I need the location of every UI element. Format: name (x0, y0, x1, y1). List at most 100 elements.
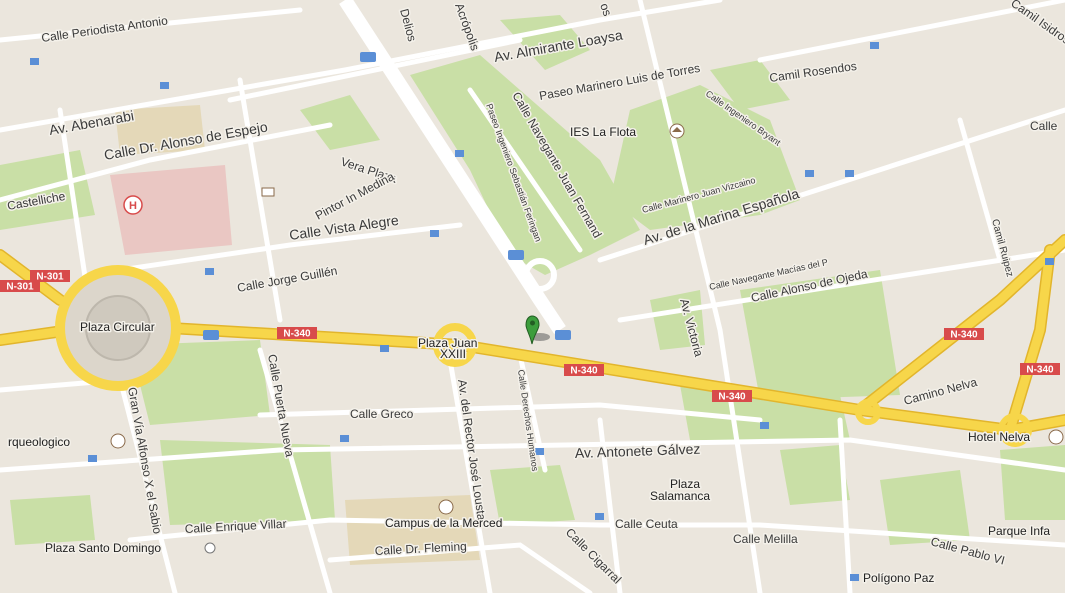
bus-stop-icon[interactable] (1045, 258, 1054, 265)
shield-text: N-301 (36, 272, 64, 283)
roundabout-north (523, 258, 557, 292)
street-label: Calle Greco (350, 407, 414, 421)
bus-stop-icon[interactable] (870, 42, 879, 49)
park-victoria (650, 290, 705, 350)
shield-n340 (944, 328, 984, 340)
location-marker[interactable] (525, 315, 550, 345)
park-ies (610, 85, 800, 230)
bus-stop-icon[interactable] (360, 52, 376, 62)
place-label-parque: Parque Infa (988, 524, 1050, 538)
shield-n340 (712, 390, 752, 402)
park-west (300, 95, 380, 150)
shield-n340 (1020, 363, 1060, 375)
shield-text: N-340 (718, 392, 746, 403)
place-labels: Plaza Circular Plaza Juan XXIII IES La F… (7, 124, 1052, 587)
hospital-symbol: H (129, 200, 137, 212)
road-ojeda (617, 247, 1065, 323)
road-navegante (467, 87, 583, 253)
bus-stop-icon[interactable] (340, 435, 349, 442)
plaza-icon[interactable] (204, 542, 216, 554)
road-se-v (837, 417, 853, 593)
bus-stop-icon[interactable] (205, 268, 214, 275)
place-label-poligono: Polígono Paz (863, 571, 934, 585)
place-label-hotel-nelva: Hotel Nelva (968, 430, 1030, 444)
road-south-v (597, 417, 623, 593)
roundabout-east (998, 413, 1032, 447)
place-label-plaza: Plaza (670, 477, 700, 491)
bus-stop-icon[interactable] (760, 422, 769, 429)
park-paseo (410, 55, 640, 275)
park-north-2 (710, 60, 790, 110)
bus-stop-icon[interactable] (595, 513, 604, 520)
bus-stop-icon[interactable] (555, 330, 571, 340)
poi-icons (110, 123, 1064, 554)
museum-icon[interactable] (110, 433, 126, 449)
street-label: Calle Enrique Villar (184, 517, 286, 536)
shield-text: N-340 (283, 329, 311, 340)
shield-n340 (564, 364, 604, 376)
block-campus-north (115, 105, 205, 155)
bus-stop-icon[interactable] (850, 574, 859, 581)
marker-pin-dot (530, 320, 535, 326)
marker-pin-icon[interactable] (525, 315, 540, 345)
road-v2 (237, 77, 283, 323)
place-label-xxiii: XXIII (440, 347, 466, 361)
bus-stop-icon[interactable] (30, 58, 39, 65)
street-label: Calle Ceuta (615, 517, 678, 531)
hotel-icon[interactable] (261, 187, 275, 197)
place-label-ies-la-flota: IES La Flota (570, 125, 636, 139)
roundabout-nelva (855, 399, 881, 425)
place-label-santo-domingo: Plaza Santo Domingo (45, 541, 161, 555)
shield-text: N-340 (570, 366, 598, 377)
place-label-plaza-circular: Plaza Circular (80, 320, 155, 334)
road-victoria (637, 0, 763, 593)
park-se (880, 470, 970, 545)
hospital-area (110, 165, 232, 255)
road-marina (597, 107, 1065, 263)
place-label-arqueologico: rqueologico (8, 435, 70, 449)
bus-stop-icon[interactable] (455, 150, 464, 157)
school-icon-roof (672, 127, 682, 132)
university-icon[interactable] (438, 499, 454, 515)
road-ruipez (957, 117, 1003, 263)
bus-stop-icon[interactable] (88, 455, 97, 462)
bus-stop-icon[interactable] (430, 230, 439, 237)
shield-n340 (277, 327, 317, 339)
place-label-plaza-juan: Plaza Juan (418, 336, 477, 350)
shield-text: N-340 (1026, 365, 1054, 376)
bus-stop-icon[interactable] (845, 170, 854, 177)
avenue-main (339, 0, 566, 334)
place-label-salamanca: Salamanca (650, 489, 710, 503)
hospital-icon[interactable] (123, 195, 143, 215)
road-h-north (227, 37, 523, 103)
bus-stops (30, 42, 1054, 581)
road-rosendos (757, 0, 1065, 63)
street-label: Calle Dr. Fleming (374, 539, 467, 558)
road-periodista (0, 7, 303, 43)
park-far-east (1000, 445, 1065, 520)
bus-stop-icon[interactable] (380, 345, 389, 352)
street-label: Calle Melilla (733, 532, 798, 546)
bus-stop-icon[interactable] (203, 330, 219, 340)
park-se2 (780, 445, 850, 505)
bus-stop-icon[interactable] (508, 250, 524, 260)
road-espejo (0, 122, 333, 203)
road-abenarabi (0, 0, 723, 133)
hotel-icon[interactable] (1048, 429, 1064, 445)
road-antonete (0, 437, 1065, 473)
bus-stop-icon[interactable] (805, 170, 814, 177)
park-sw (10, 495, 95, 545)
shield-text: N-340 (950, 330, 978, 341)
roundabout-juan-xxiii (433, 323, 477, 367)
road-enrique-villar (127, 517, 1065, 548)
shield-n301 (30, 270, 70, 282)
road-puerta-nueva (257, 347, 333, 593)
bus-stop-icon[interactable] (535, 448, 544, 455)
shield-n301 (0, 280, 40, 292)
road-fleming (327, 542, 593, 593)
bus-stop-icon[interactable] (160, 82, 169, 89)
street-label: Av. Antonete Gálvez (575, 441, 701, 461)
